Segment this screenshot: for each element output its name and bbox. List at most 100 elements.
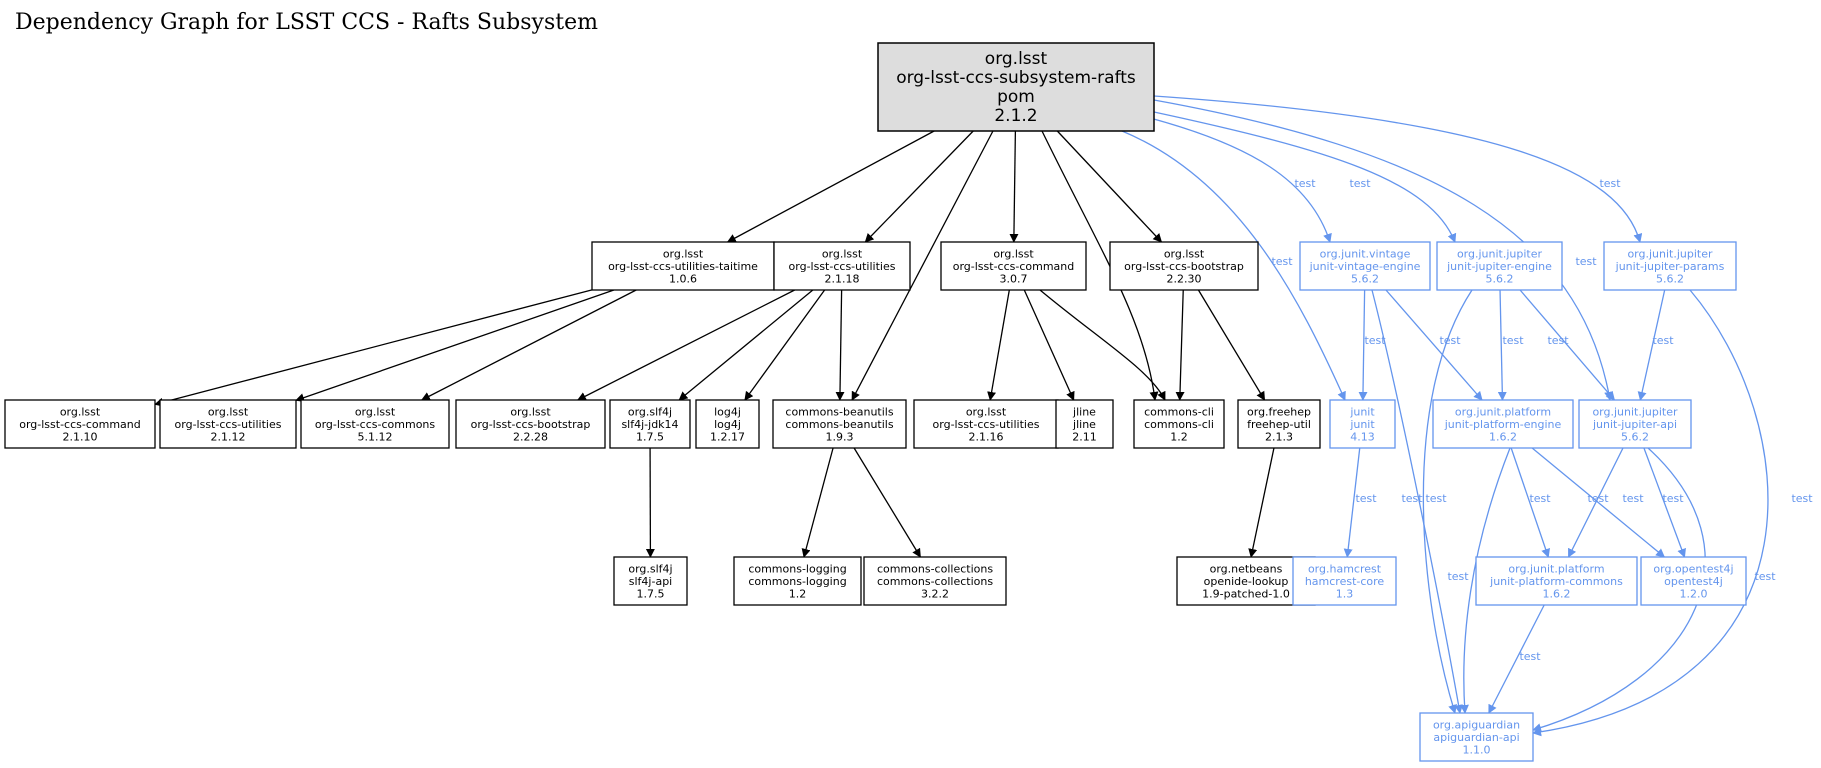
node-box xyxy=(1432,399,1574,449)
edge-jupapi-to-opentest4j xyxy=(1643,447,1686,558)
node-label-line: org.lsst xyxy=(966,405,1007,418)
node-label-line: org.freehep xyxy=(1247,405,1311,418)
node-label-line: 1.2.0 xyxy=(1680,587,1708,600)
node-label-line: org.lsst xyxy=(1164,247,1205,260)
node-label-line: opentest4j xyxy=(1664,575,1723,588)
node-label-line: 5.6.2 xyxy=(1656,272,1684,285)
edge-command307-to-utilities2116 xyxy=(987,289,1010,401)
node-label-line: 2.11 xyxy=(1072,430,1097,443)
edge-label-jupapi-to-opentest4j: test xyxy=(1662,492,1684,505)
edge-beanutils-to-collections xyxy=(853,447,921,558)
edge-command307-to-jline xyxy=(1023,289,1075,401)
edge-jupengine-to-platengine xyxy=(1497,289,1507,401)
edge-label-jupengine-to-platengine: test xyxy=(1502,334,1524,347)
node-label-line: commons-collections xyxy=(877,562,993,575)
node-label-line: org-lsst-ccs-utilities xyxy=(789,260,896,273)
node-label-line: 4.13 xyxy=(1350,430,1375,443)
node-collections: commons-collectionscommons-collections3.… xyxy=(863,556,1007,606)
edge-root-to-bootstrap2230 xyxy=(1056,130,1163,243)
node-box xyxy=(940,241,1087,291)
edge-root-to-utilities2118 xyxy=(864,130,974,243)
node-label-line: 2.1.10 xyxy=(63,430,98,443)
node-label-line: 5.6.2 xyxy=(1486,272,1514,285)
node-openide: org.netbeansopenide-lookup1.9-patched-1.… xyxy=(1176,556,1316,606)
node-box xyxy=(1436,241,1563,291)
edge-label-root-to-junit: test xyxy=(1271,255,1293,268)
node-label-line: junit xyxy=(1349,405,1375,418)
edge-root-to-vintage xyxy=(1149,117,1332,243)
node-label-line: org.junit.jupiter xyxy=(1457,247,1543,260)
node-box xyxy=(4,399,156,449)
node-label-line: 1.2 xyxy=(789,587,807,600)
node-root: org.lsstorg-lsst-ccs-subsystem-raftspom2… xyxy=(877,42,1155,132)
node-label-line: org.junit.platform xyxy=(1508,562,1604,575)
edge-beanutils-to-logging xyxy=(801,447,834,558)
node-platcommons: org.junit.platformjunit-platform-commons… xyxy=(1475,556,1638,606)
node-label-line: 5.6.2 xyxy=(1621,430,1649,443)
edge-root-to-command307 xyxy=(1009,130,1019,243)
node-label-line: org.lsst xyxy=(993,247,1034,260)
node-box xyxy=(591,241,775,291)
edge-label-root-to-vintage: test xyxy=(1294,177,1316,190)
edge-utilities2118-to-log4j xyxy=(744,289,826,401)
edge-platengine-to-platcommons xyxy=(1510,447,1550,558)
node-label-line: commons-logging xyxy=(748,562,846,575)
node-label-line: 2.2.30 xyxy=(1167,272,1202,285)
edge-taitime-to-utilities2112 xyxy=(295,289,615,402)
node-label-line: commons-logging xyxy=(748,575,846,588)
node-label-line: pom xyxy=(997,87,1035,107)
node-label-line: 1.3 xyxy=(1336,587,1354,600)
node-label-line: junit-jupiter-api xyxy=(1592,418,1677,431)
edge-freehep-to-openide xyxy=(1248,447,1275,558)
node-label-line: 3.2.2 xyxy=(921,587,949,600)
node-label-line: org.junit.jupiter xyxy=(1627,247,1713,260)
node-label-line: 1.2.17 xyxy=(710,430,745,443)
node-label-line: org.apiguardian xyxy=(1433,718,1520,731)
node-label-line: junit-platform-engine xyxy=(1444,418,1562,431)
node-label-line: 1.6.2 xyxy=(1489,430,1517,443)
edge-utilities2118-to-slf4jjdk xyxy=(678,289,814,401)
graph-title: Dependency Graph for LSST CCS - Rafts Su… xyxy=(15,10,598,35)
node-label-line: org.opentest4j xyxy=(1653,562,1733,575)
edge-junit-to-hamcrest xyxy=(1343,447,1361,558)
node-label-line: junit xyxy=(1349,418,1375,431)
node-label-line: org.slf4j xyxy=(628,562,672,575)
node-label-line: commons-cli xyxy=(1144,418,1214,431)
edge-bootstrap2230-to-freehep xyxy=(1197,289,1266,401)
node-label-line: 1.0.6 xyxy=(669,272,697,285)
edge-label-platcommons-to-apiguardian: test xyxy=(1519,650,1541,663)
node-label-line: 1.6.2 xyxy=(1543,587,1571,600)
node-label-line: log4j xyxy=(714,418,741,431)
node-label-line: apiguardian-api xyxy=(1433,731,1519,744)
nodes-layer: org.lsstorg-lsst-ccs-subsystem-raftspom2… xyxy=(4,42,1747,762)
node-box xyxy=(695,399,760,449)
edge-label-root-to-jupengine: test xyxy=(1349,177,1371,190)
node-box xyxy=(1603,241,1737,291)
node-label-line: org-lsst-ccs-bootstrap xyxy=(471,418,591,431)
node-box xyxy=(613,556,688,606)
node-box xyxy=(1299,241,1431,291)
node-box xyxy=(1055,399,1114,449)
edge-label-jupengine-to-apiguardian: test xyxy=(1425,492,1447,505)
node-box xyxy=(159,399,297,449)
edge-root-to-junit xyxy=(1121,130,1346,401)
node-label-line: org.junit.platform xyxy=(1455,405,1551,418)
node-label-line: log4j xyxy=(714,405,741,418)
node-box xyxy=(1578,399,1692,449)
node-label-line: jline xyxy=(1072,405,1096,418)
edge-label-jupparams-to-jupapi: test xyxy=(1652,334,1674,347)
node-label-line: org.netbeans xyxy=(1210,562,1283,575)
edge-bootstrap2230-to-cli xyxy=(1175,289,1185,401)
